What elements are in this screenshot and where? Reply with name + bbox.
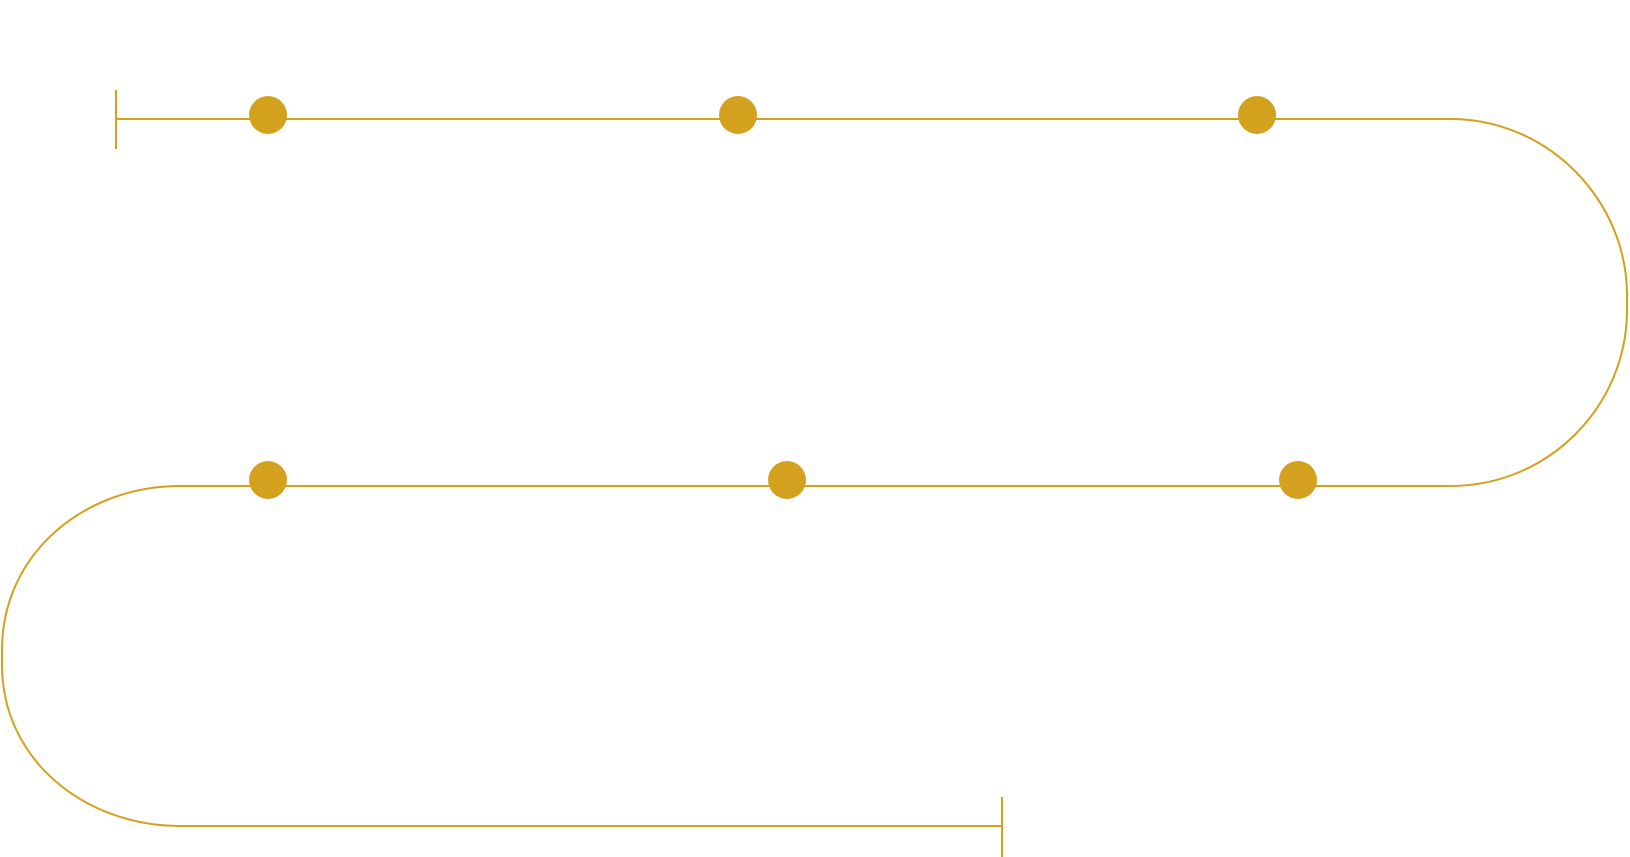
milestone-marker[interactable] bbox=[1238, 96, 1276, 134]
milestones-group bbox=[249, 96, 1317, 499]
milestone-marker[interactable] bbox=[768, 461, 806, 499]
milestone-marker[interactable] bbox=[249, 96, 287, 134]
timeline-path bbox=[0, 118, 1628, 827]
milestone-marker[interactable] bbox=[1279, 461, 1317, 499]
milestone-marker[interactable] bbox=[249, 461, 287, 499]
milestone-marker[interactable] bbox=[719, 96, 757, 134]
